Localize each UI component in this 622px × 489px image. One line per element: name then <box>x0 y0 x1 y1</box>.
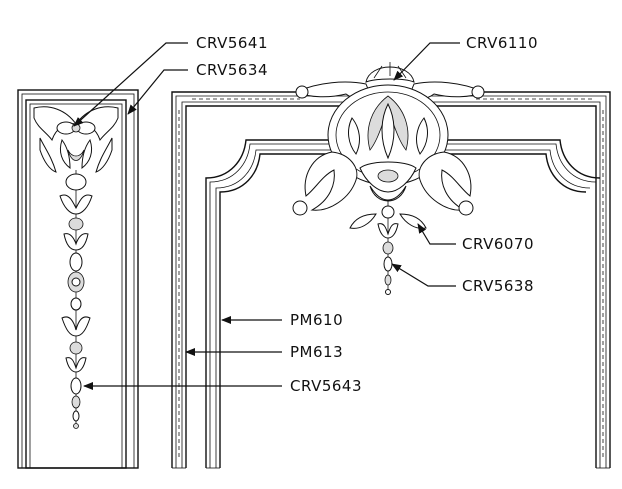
leader-crv5638 <box>391 263 456 287</box>
leader-crv6070 <box>417 223 456 245</box>
label-crv5641: CRV5641 <box>196 34 268 52</box>
label-crv5634: CRV5634 <box>196 61 268 79</box>
beaded-trim <box>178 98 604 460</box>
labels: CRV5641 CRV5634 CRV6110 CRV6070 CRV5638 … <box>196 34 538 395</box>
bow-ornament-crv5641 <box>33 106 119 173</box>
cartouche-crv6110 <box>294 62 486 202</box>
leader-crv6110 <box>393 42 460 81</box>
scroll-ornament-crv6070 <box>292 151 474 229</box>
label-crv5643: CRV5643 <box>290 377 362 395</box>
label-pm610: PM610 <box>290 311 343 329</box>
leader-lines <box>73 42 460 390</box>
label-crv5638: CRV5638 <box>462 277 534 295</box>
label-crv6110: CRV6110 <box>466 34 538 52</box>
left-panel <box>17 89 139 469</box>
right-panel <box>171 91 611 469</box>
label-pm613: PM613 <box>290 343 343 361</box>
pendant-drop-crv5643 <box>59 170 93 429</box>
leader-crv5634 <box>127 69 188 115</box>
small-drop-crv5638 <box>377 200 399 295</box>
leader-crv5641 <box>73 42 188 127</box>
label-crv6070: CRV6070 <box>462 235 534 253</box>
